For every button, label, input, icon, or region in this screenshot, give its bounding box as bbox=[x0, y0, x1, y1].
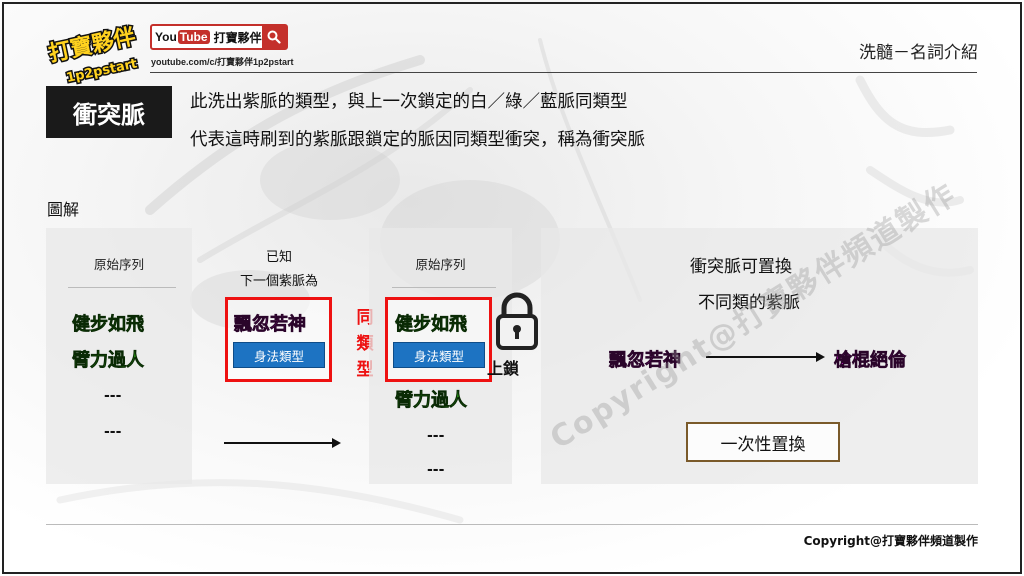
known-label-line-1: 已知 bbox=[265, 250, 292, 265]
arrow-right-icon bbox=[706, 352, 825, 362]
skill-item: 臂力過人 bbox=[72, 350, 145, 372]
locked-sequence-header: 原始序列 bbox=[415, 257, 466, 272]
copyright-text: Copyright@打寶夥伴頻道製作 bbox=[803, 534, 978, 548]
placeholder-item: --- bbox=[427, 462, 445, 478]
arrow-right-icon bbox=[224, 438, 341, 448]
term-title: 衝突脈 bbox=[46, 86, 172, 138]
term-description-line-2: 代表這時刷到的紫脈跟鎖定的脈因同類型衝突，稱為衝突脈 bbox=[190, 130, 645, 150]
replace-text-line-1: 衝突脈可置換 bbox=[690, 257, 792, 277]
channel-url[interactable]: youtube.com/c/打寶夥伴1p2pstart bbox=[151, 57, 294, 67]
lock-label: 上鎖 bbox=[487, 359, 520, 378]
placeholder-item: --- bbox=[104, 388, 122, 404]
diagram-label: 圖解 bbox=[47, 200, 80, 219]
known-label-line-2: 下一個紫脈為 bbox=[239, 274, 318, 289]
conflict-skill: 飄忽若神 bbox=[609, 350, 682, 372]
section-title: 洗髓－名詞介紹 bbox=[859, 43, 978, 63]
locked-skill: 健步如飛 bbox=[395, 314, 468, 336]
channel-logo: 打寶夥伴 1p2pstart bbox=[45, 22, 140, 88]
search-icon[interactable] bbox=[262, 26, 286, 48]
type-badge: 身法類型 bbox=[233, 342, 325, 368]
youtube-you-text: You bbox=[155, 30, 177, 44]
footer-divider bbox=[46, 524, 978, 525]
youtube-tube-text: Tube bbox=[177, 30, 210, 44]
placeholder-item: --- bbox=[104, 424, 122, 440]
original-sequence-header: 原始序列 bbox=[93, 257, 144, 272]
replacement-skill: 槍棍絕倫 bbox=[834, 350, 907, 372]
placeholder-item: --- bbox=[427, 428, 445, 444]
channel-name: 打寶夥伴 bbox=[213, 30, 262, 45]
term-description-line-1: 此洗出紫脈的類型，與上一次鎖定的白／綠／藍脈同類型 bbox=[190, 92, 628, 112]
skill-item: 臂力過人 bbox=[395, 390, 468, 412]
title-divider bbox=[150, 72, 977, 73]
lock-icon bbox=[496, 292, 538, 350]
type-badge: 身法類型 bbox=[393, 342, 485, 368]
original-sequence-panel bbox=[46, 228, 192, 484]
known-purple-skill: 飄忽若神 bbox=[234, 314, 307, 336]
replace-text-line-2: 不同類的紫脈 bbox=[698, 293, 800, 313]
panel-divider bbox=[392, 287, 496, 288]
panel-divider bbox=[68, 287, 176, 288]
youtube-channel-badge[interactable]: You Tube 打寶夥伴 bbox=[150, 24, 288, 50]
one-time-replace-box: 一次性置換 bbox=[686, 422, 840, 462]
skill-item: 健步如飛 bbox=[72, 314, 145, 336]
